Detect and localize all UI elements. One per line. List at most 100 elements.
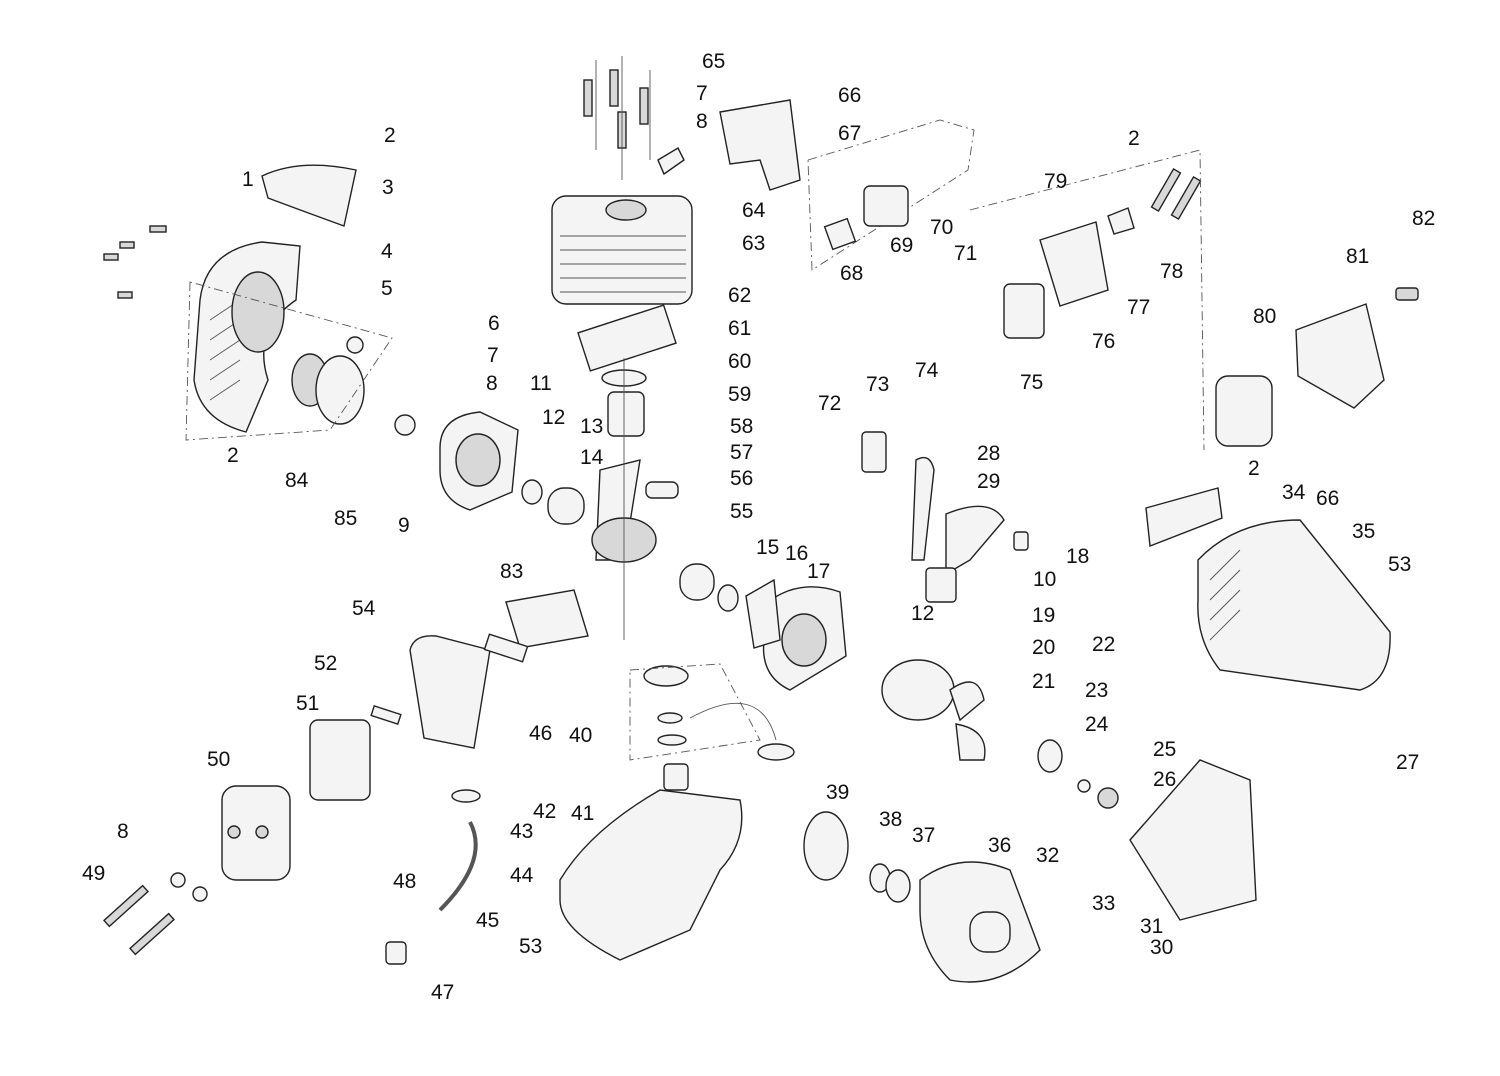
callout-58: 58 — [730, 415, 753, 438]
clutch-group — [803, 811, 1041, 983]
callout-80: 80 — [1253, 305, 1276, 328]
callout-7: 7 — [696, 82, 708, 105]
housing-vents — [1209, 549, 1241, 641]
part-65-bolt — [583, 79, 593, 117]
housing-opening — [231, 271, 285, 353]
callout-84: 84 — [285, 469, 309, 492]
callout-53: 53 — [519, 935, 542, 958]
callout-64: 64 — [742, 199, 766, 222]
callout-83: 83 — [500, 560, 523, 583]
screw — [119, 241, 135, 249]
part-76-plate — [1039, 221, 1109, 307]
part-40-seal — [657, 734, 687, 746]
callout-22: 22 — [1092, 633, 1115, 656]
callout-51: 51 — [296, 692, 319, 715]
callout-8: 8 — [696, 110, 708, 133]
chain-ring — [757, 743, 795, 761]
cylinder-group — [521, 56, 801, 640]
callout-68: 68 — [840, 262, 863, 285]
part-13-seal — [521, 479, 543, 505]
callout-54: 54 — [352, 597, 376, 620]
part-14-bearing — [547, 487, 585, 525]
part-60-piston — [607, 391, 645, 437]
tank-neck — [663, 763, 689, 791]
callout-44: 44 — [510, 864, 534, 887]
callout-10: 10 — [1033, 568, 1056, 591]
callout-41: 41 — [571, 802, 594, 825]
callout-73: 73 — [866, 373, 889, 396]
callout-66: 66 — [838, 84, 861, 107]
part-78-screw — [1150, 167, 1182, 213]
callout-23: 23 — [1085, 679, 1108, 702]
callout-77: 77 — [1127, 296, 1150, 319]
part-40-seal — [657, 712, 683, 724]
callout-18: 18 — [1066, 545, 1089, 568]
part-25-washer — [1077, 779, 1091, 793]
callout-57: 57 — [730, 441, 753, 464]
callout-7: 7 — [487, 344, 499, 367]
callout-78: 78 — [1160, 260, 1183, 283]
part-64-spark-plug — [657, 147, 685, 176]
callout-49: 49 — [82, 862, 105, 885]
part-69-intake — [863, 185, 909, 227]
callout-48: 48 — [393, 870, 416, 893]
part-27-starter-housing — [1129, 759, 1257, 921]
callout-50: 50 — [207, 748, 230, 771]
callout-13: 13 — [580, 415, 603, 438]
screw — [103, 253, 119, 261]
callout-82: 82 — [1412, 207, 1435, 230]
part-1-screw — [149, 225, 167, 233]
screw — [117, 291, 133, 299]
part-16-gasket — [745, 578, 781, 649]
callout-65: 65 — [702, 50, 725, 73]
part-73-cover — [861, 431, 887, 473]
callout-38: 38 — [879, 808, 902, 831]
callout-15: 15 — [756, 536, 779, 559]
callout-34: 34 — [1282, 481, 1306, 504]
callout-32: 32 — [1036, 844, 1059, 867]
callout-74: 74 — [915, 359, 939, 382]
callout-27: 27 — [1396, 751, 1419, 774]
callout-40: 40 — [569, 724, 592, 747]
callout-79: 79 — [1044, 170, 1067, 193]
callout-81: 81 — [1346, 245, 1369, 268]
part-65-bolt — [609, 69, 619, 107]
crankcase-group — [439, 411, 847, 691]
part-62-gasket — [577, 304, 677, 372]
part-26-nut — [1097, 787, 1119, 809]
part-42-grommet — [451, 789, 481, 803]
bolt-leaders — [595, 56, 651, 180]
part-29-lead — [911, 456, 935, 561]
callout-67: 67 — [838, 122, 861, 145]
callout-63: 63 — [742, 232, 765, 255]
callout-75: 75 — [1020, 371, 1043, 394]
callout-53: 53 — [1388, 553, 1411, 576]
part-85-pulley — [315, 355, 365, 425]
callout-37: 37 — [912, 824, 935, 847]
callout-9: 9 — [398, 514, 410, 537]
callout-17: 17 — [807, 560, 830, 583]
part-8-washer — [170, 872, 186, 888]
callout-59: 59 — [728, 383, 751, 406]
part-77-part — [1107, 207, 1135, 235]
callout-6: 6 — [488, 312, 500, 335]
cylinder-fins — [560, 235, 686, 293]
callout-21: 21 — [1032, 670, 1055, 693]
group-outline — [969, 149, 1205, 451]
callout-26: 26 — [1153, 768, 1176, 791]
callout-28: 28 — [977, 442, 1000, 465]
callout-47: 47 — [431, 981, 454, 1004]
part-39-clutch-drum — [803, 811, 849, 881]
part-54-heat-shield — [409, 635, 491, 749]
bearing — [679, 563, 715, 601]
part-40-cap — [643, 665, 689, 687]
part-18-cap — [1013, 531, 1029, 551]
part-83-plate — [505, 589, 589, 649]
callout-61: 61 — [728, 317, 751, 340]
callout-5: 5 — [381, 277, 393, 300]
callout-14: 14 — [580, 446, 604, 469]
callout-76: 76 — [1092, 330, 1115, 353]
callout-20: 20 — [1032, 636, 1055, 659]
callout-8: 8 — [117, 820, 129, 843]
